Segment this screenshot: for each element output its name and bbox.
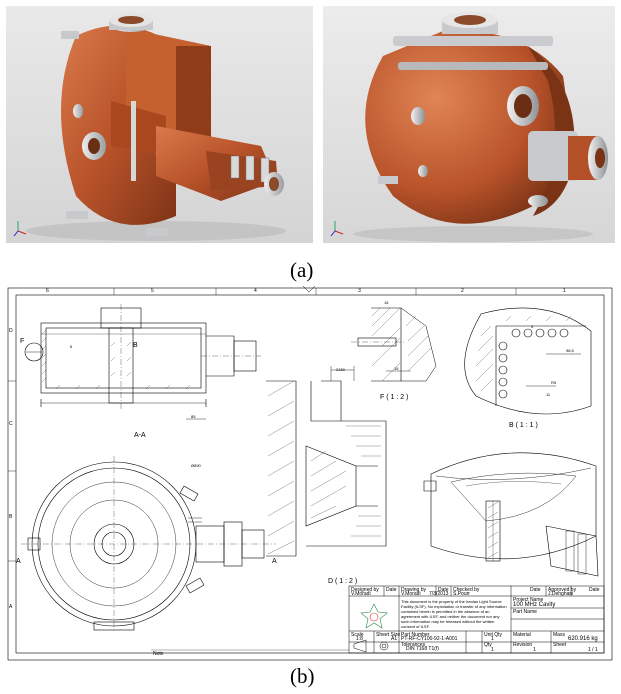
revision-value: 1 <box>533 647 536 653</box>
qty-label: Qty <box>484 642 492 648</box>
dim-98-5: 98,5 <box>566 348 574 353</box>
engineering-drawing: 6 5 4 3 2 1 D C B A A-A F ( 1 : 2 ) B ( … <box>6 285 616 664</box>
cutaway-cavity-illustration <box>13 13 286 241</box>
ownership-notice: This document is the property of the Ira… <box>401 599 507 629</box>
dim-5: 5 <box>531 324 534 329</box>
detail-marker-b: B <box>133 342 138 349</box>
unit-qty-label: Unit Qty <box>484 632 503 638</box>
sheet-value: 1 / 1 <box>588 647 598 653</box>
designed-by-label: Designed by <box>351 587 379 593</box>
note-label: Note <box>153 651 164 657</box>
dim-diameter-890: Ø890 <box>191 463 201 468</box>
zone-label-top-2: 2 <box>461 288 464 294</box>
part-name-label: Part Name <box>513 609 537 615</box>
section-marker-a-right: A <box>272 558 277 565</box>
dim-r5: R5 <box>551 380 557 385</box>
detail-marker-f: F <box>20 338 25 345</box>
cutaway-render-image <box>6 6 313 243</box>
zone-label-top-5: 5 <box>151 288 154 294</box>
dim-2150: 2150 <box>336 367 345 372</box>
sheet-size-label: Sheet Size <box>376 632 401 638</box>
detail-d-label: D ( 1 : 2 ) <box>328 578 358 585</box>
detail-f-label: F ( 1 : 2 ) <box>380 394 409 401</box>
material-label: Material <box>513 632 531 638</box>
caption-b: (b) <box>290 664 315 688</box>
zone-label-top-6: 6 <box>46 288 49 294</box>
sheet-size-value: A1 <box>391 636 398 642</box>
projection-symbol <box>353 639 389 653</box>
dim-11: 11 <box>546 392 551 397</box>
checked-by-label: Checked by <box>453 587 480 593</box>
dim-6: 6 <box>70 344 73 349</box>
part-number-value: PT-RF-CY100-92-1-A001 <box>401 636 458 642</box>
mass-label: Mass <box>553 632 565 638</box>
zone-label-top-1: 1 <box>563 288 566 294</box>
section-aa-label: A-A <box>134 432 146 439</box>
zone-label-top-4: 4 <box>254 288 257 294</box>
dim-85: 85 <box>191 414 196 419</box>
ilsf-logo-mark <box>360 603 388 629</box>
tolerances-label: Tolerances <box>401 642 426 648</box>
scale-label: Scale <box>351 632 364 638</box>
date-label-2: Date <box>438 587 449 593</box>
date-label-4: Date <box>589 587 600 593</box>
zone-label-side-d: D <box>9 328 13 334</box>
revision-label: Revision <box>513 642 533 648</box>
zone-label-side-b: B <box>9 514 13 520</box>
full-render-image <box>323 6 615 243</box>
checked-by-value: S.Pourr <box>453 591 470 597</box>
detail-b-label: B ( 1 : 1 ) <box>509 422 538 429</box>
zone-label-side-c: C <box>9 421 13 427</box>
approved-by-value: J.Dehghani <box>548 591 574 597</box>
date-label-1: Date <box>386 587 397 593</box>
scale-value: 1:8 <box>356 636 363 642</box>
dim-16: 16 <box>384 300 389 305</box>
drawn-date-value: 7/3/2013 <box>429 591 449 597</box>
drawn-by-value: V.Moradi <box>401 591 421 597</box>
tolerances-value: DIN 7168 T1(f) <box>406 646 439 652</box>
caption-a: (a) <box>290 258 314 282</box>
drawing-linework <box>7 285 613 661</box>
sheet-label: Sheet <box>553 642 567 648</box>
zone-label-side-a: A <box>9 604 13 610</box>
designed-by-value: V.Moradi <box>351 591 371 597</box>
part-number-label: Part Number <box>401 632 430 638</box>
approved-by-label: Approved by <box>548 587 577 593</box>
mass-value: 620.916 kg <box>568 636 598 642</box>
qty-value: 1 <box>491 647 494 653</box>
full-cavity-illustration <box>330 12 608 242</box>
dim-15: 15 <box>394 366 399 371</box>
zone-label-top-3: 3 <box>358 288 361 294</box>
drawn-by-label: Drawing by <box>401 587 427 593</box>
project-name-label: Project Name <box>513 597 544 603</box>
unit-qty-value: 1 <box>491 636 494 642</box>
date-label-3: Date <box>530 587 541 593</box>
project-name-value: 100 MHz Cavity <box>513 602 556 608</box>
section-marker-a-left: A <box>16 558 21 565</box>
